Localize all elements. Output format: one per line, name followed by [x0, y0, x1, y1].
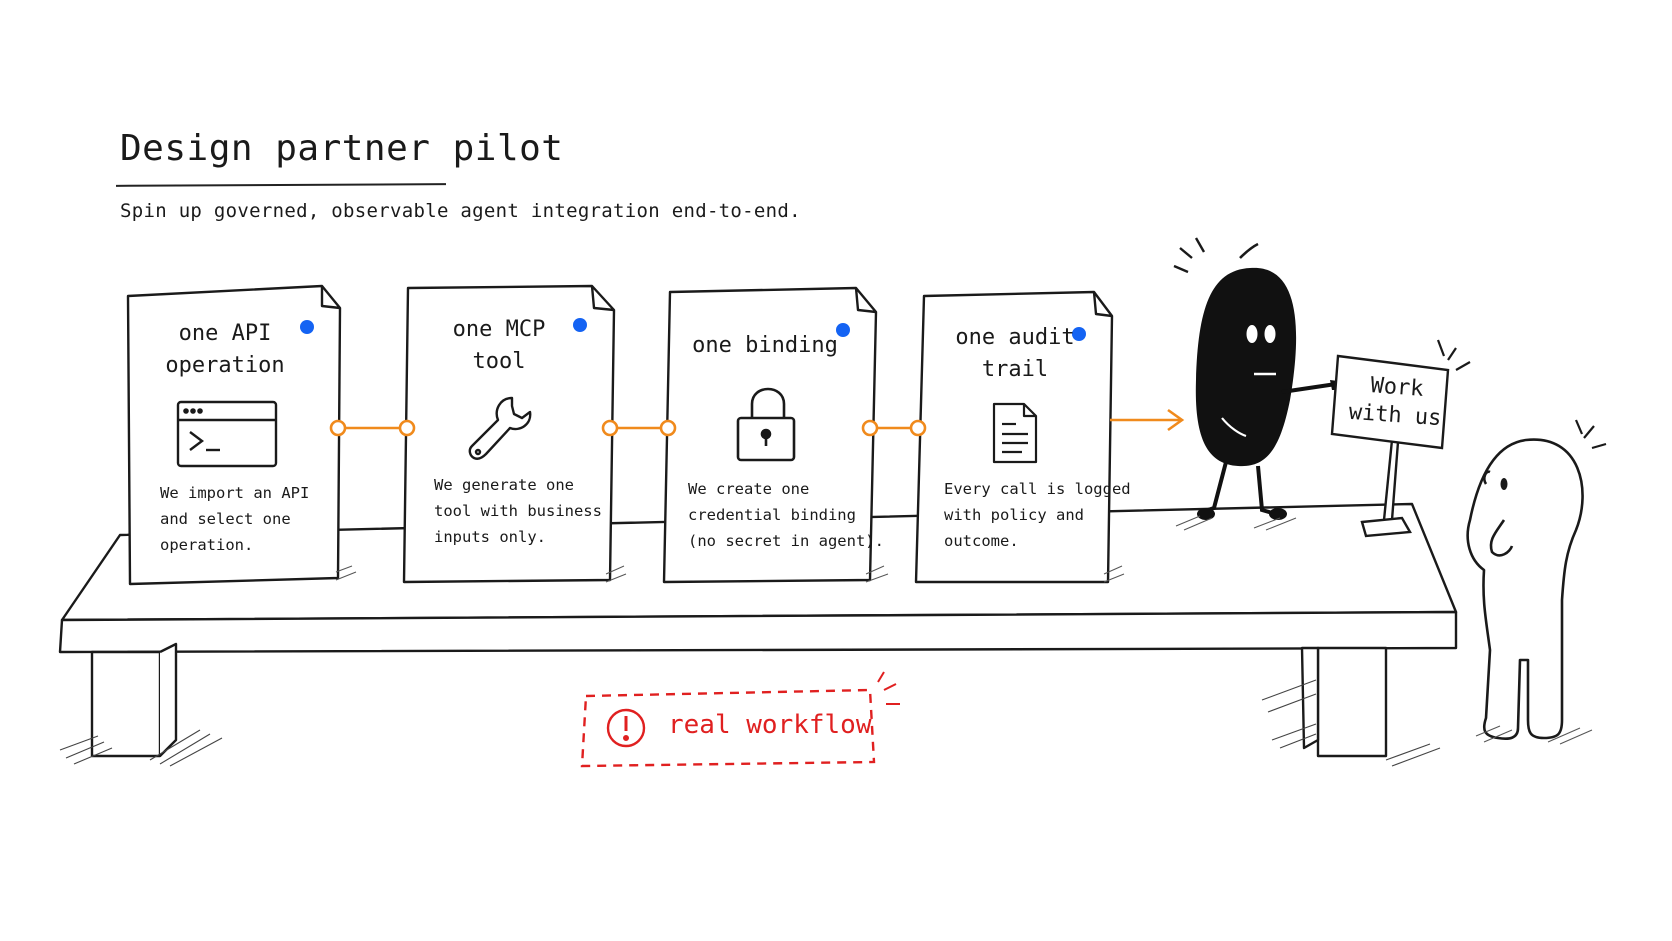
card-2: [402, 284, 616, 584]
card-1-dot: [300, 320, 314, 334]
card-3-dot: [836, 323, 850, 337]
card-1-title-line: operation: [165, 353, 285, 378]
card-1-description: We import an API and select one operatio…: [160, 480, 309, 558]
real-workflow-badge: [580, 671, 900, 768]
terminal-icon: [176, 400, 278, 468]
page-title: Design partner pilot: [120, 128, 564, 169]
card-2-dot: [573, 318, 587, 332]
card-1-title: one API operation: [160, 318, 290, 382]
card-4-desc-line: outcome.: [944, 532, 1019, 550]
card-1-desc-line: We import an API: [160, 484, 310, 502]
page-subtitle: Spin up governed, observable agent integ…: [120, 200, 801, 222]
card-3-desc-line: credential binding: [688, 506, 856, 524]
document-icon: [992, 402, 1038, 464]
sign-label: Work with us: [1340, 370, 1452, 433]
human-character: [1466, 419, 1607, 740]
card-2-title: one MCP tool: [434, 314, 564, 378]
card-4-desc-line: with policy and: [944, 506, 1084, 524]
card-3-title: one binding: [690, 330, 840, 362]
card-3-title-line: one binding: [692, 333, 838, 358]
wrench-icon: [468, 396, 532, 460]
card-2-description: We generate one tool with business input…: [434, 472, 602, 550]
card-shadow-hatching: [335, 565, 1125, 583]
card-2-desc-line: We generate one: [434, 476, 574, 494]
sign: [1330, 339, 1471, 538]
agent-eye-left: [1246, 325, 1258, 343]
card-4: [914, 290, 1114, 584]
human-shadow-hatching: [1475, 725, 1593, 745]
card-1-desc-line: and select one: [160, 510, 291, 528]
leg-shadow-hatching: [59, 679, 1441, 767]
agent-eye-right: [1264, 325, 1276, 343]
card-2-title-line: one MCP: [452, 317, 546, 342]
card-2-desc-line: inputs only.: [434, 528, 546, 546]
card-4-desc-line: Every call is logged: [944, 480, 1131, 498]
card-4-dot: [1072, 327, 1086, 341]
padlock-icon: [736, 387, 796, 462]
card-2-title-line: tool: [472, 349, 526, 374]
alert-icon: [606, 708, 646, 748]
agent-character: [1173, 237, 1346, 520]
human-eye: [1500, 478, 1508, 490]
card-3-description: We create one credential binding (no sec…: [688, 476, 884, 554]
card-3-desc-line: We create one: [688, 480, 810, 498]
connectors: [329, 408, 1185, 437]
card-4-title-line: trail: [981, 357, 1049, 382]
card-3-desc-line: (no secret in agent).: [688, 532, 884, 550]
agent-shadow-hatching: [1175, 515, 1297, 531]
card-1: [126, 284, 342, 586]
card-1-desc-line: operation.: [160, 536, 254, 554]
status-dots: [300, 318, 1086, 341]
badge-label: real workflow: [668, 710, 872, 740]
card-4-title-line: one audit: [955, 325, 1075, 350]
card-4-title: one audit trail: [950, 322, 1080, 386]
card-2-desc-line: tool with business: [434, 502, 602, 520]
card-1-title-line: one API: [178, 321, 272, 346]
card-4-description: Every call is logged with policy and out…: [944, 476, 1131, 554]
